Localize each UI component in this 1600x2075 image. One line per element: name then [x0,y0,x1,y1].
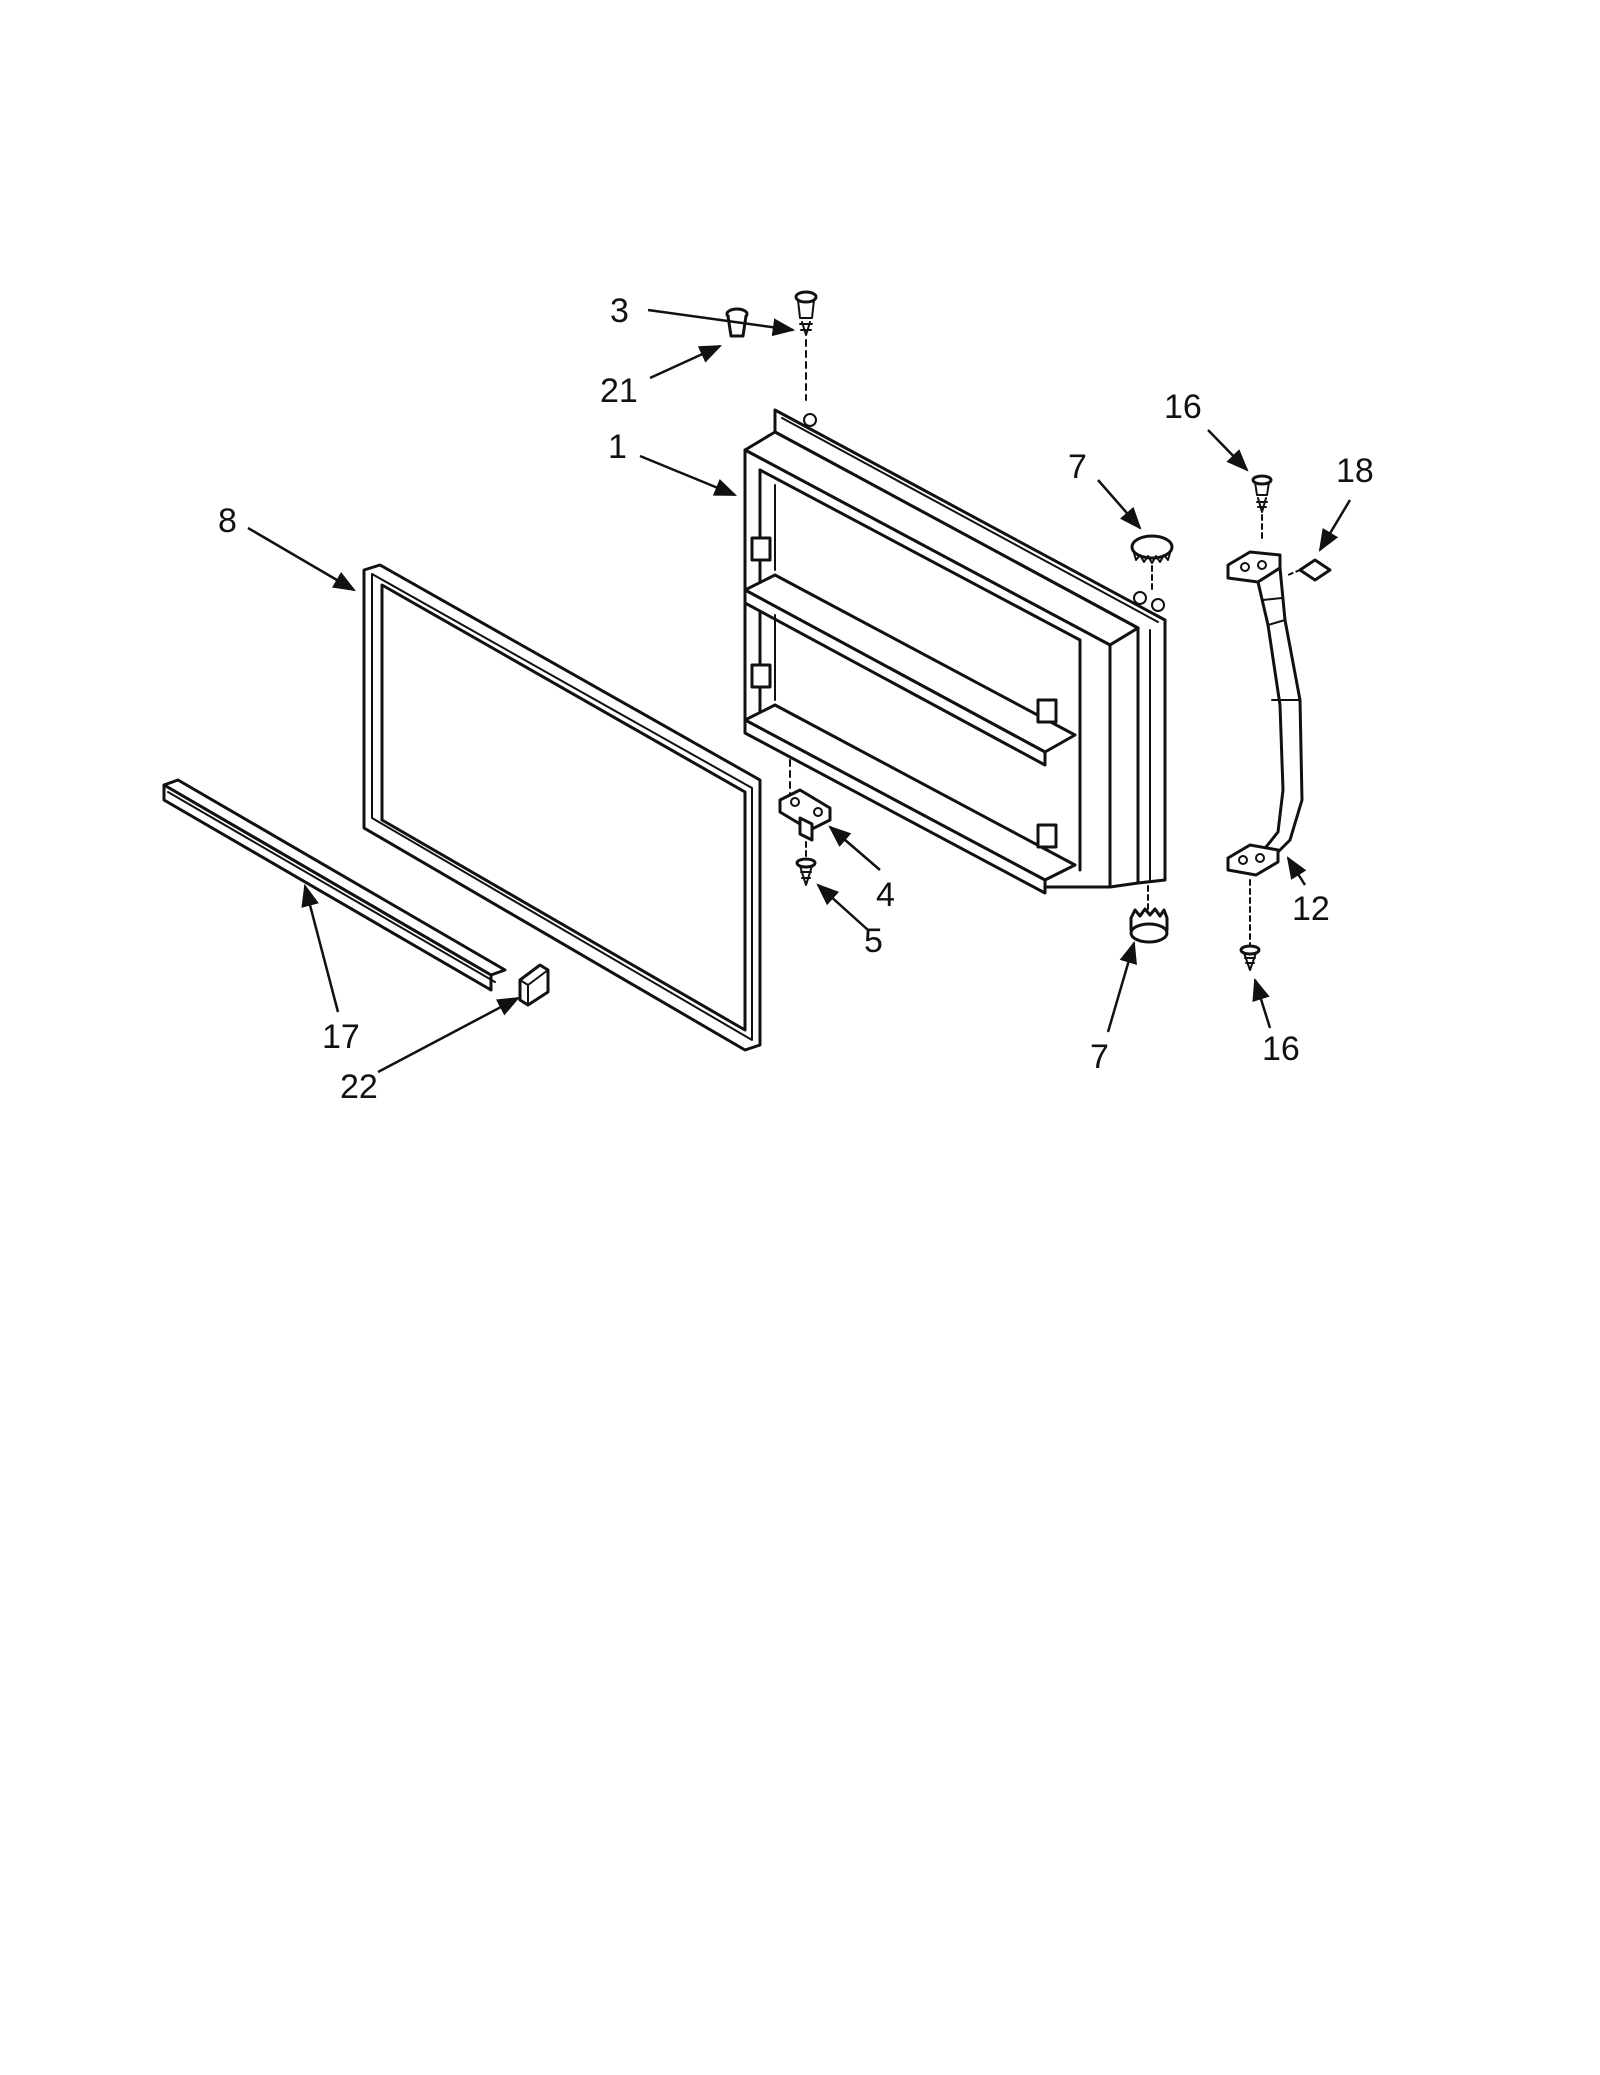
cap-plug-part-7-top [1130,534,1174,591]
end-cap-part-22 [518,963,550,1007]
leader-16-top [1207,429,1249,472]
leader-3 [647,308,796,337]
leader-5 [816,883,869,931]
callout-labels: 3 21 1 8 7 16 18 4 5 12 7 16 17 22 [218,292,1374,1106]
leader-lines [247,308,1352,1074]
handle-part-12 [1226,550,1304,877]
leader-8 [247,526,356,592]
screw-part-16-bottom [1239,879,1261,971]
callout-5: 5 [864,922,883,960]
leader-18 [1318,499,1352,552]
plug-part-21 [725,307,749,338]
leader-16-bottom [1252,977,1272,1029]
cap-plug-part-7-bottom [1129,885,1169,944]
leader-12 [1286,856,1307,886]
callout-22: 22 [340,1068,378,1106]
callout-4: 4 [876,876,895,914]
callout-8: 8 [218,502,237,540]
callout-12: 12 [1292,890,1330,928]
hinge-bracket-part-4 [778,759,832,842]
screw-part-3 [794,290,818,401]
leader-4 [828,825,881,871]
callout-17: 17 [322,1018,360,1056]
callout-3: 3 [610,292,629,330]
leader-17 [301,883,340,1013]
callout-16-bottom: 16 [1262,1030,1300,1068]
leader-22 [377,996,520,1074]
callout-1: 1 [608,428,627,466]
leader-7-top [1097,479,1142,530]
label-part-18 [1287,558,1332,582]
callout-7-top: 7 [1068,448,1087,486]
leader-21 [649,344,723,380]
screw-part-5 [795,841,817,886]
leader-7-bottom [1106,940,1137,1033]
callout-18: 18 [1336,452,1374,490]
screw-part-16-top [1251,474,1273,541]
leader-1 [639,454,738,497]
trim-strip-part-17 [162,778,507,992]
callout-21: 21 [600,372,638,410]
door-gasket-part-8 [362,563,762,1052]
door-liner-part-1 [743,408,1167,895]
callout-7-bottom: 7 [1090,1038,1109,1076]
callout-16-top: 16 [1164,388,1202,426]
